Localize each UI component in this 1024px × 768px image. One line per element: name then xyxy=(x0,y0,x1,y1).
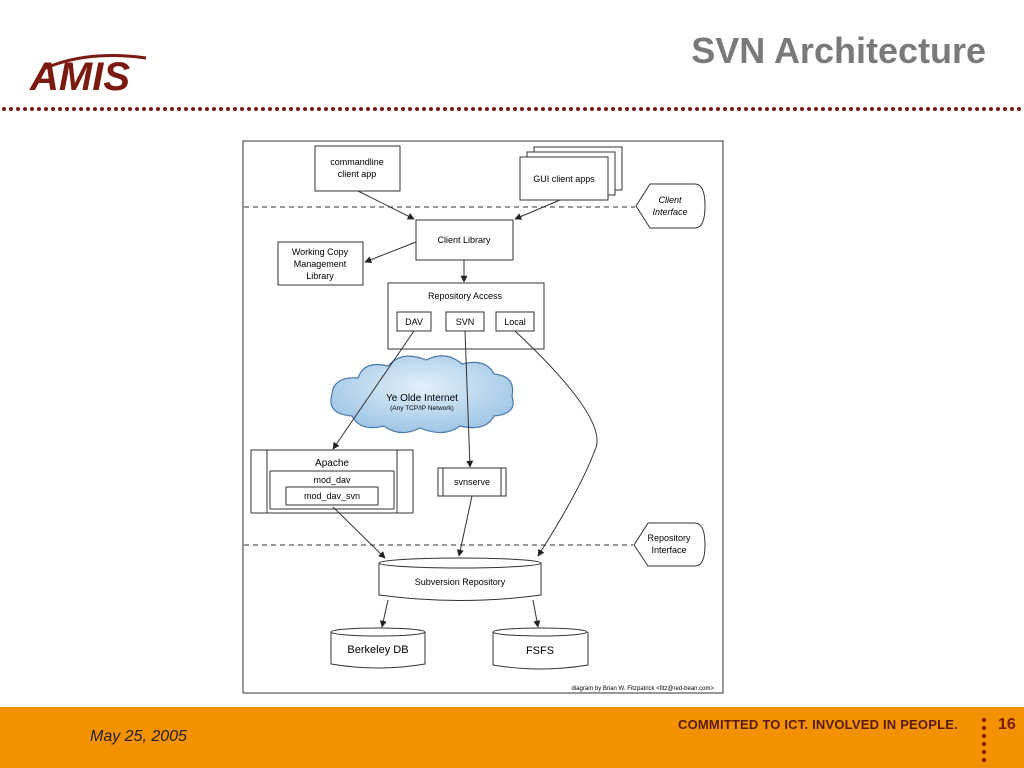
client-library-node: Client Library xyxy=(415,219,514,261)
dav-label: DAV xyxy=(405,317,423,327)
client-interface-line1: Client xyxy=(658,195,682,205)
amis-logo: AMIS xyxy=(29,54,147,96)
internet-label: Ye Olde Internet xyxy=(386,393,458,404)
arrow-repository-to-berkeley xyxy=(379,599,389,628)
working-copy-line2: Management xyxy=(294,259,347,269)
berkeley-label: Berkeley DB xyxy=(347,644,408,656)
arrow-svn-to-svnserve xyxy=(464,330,474,468)
commandline-line1: commandline xyxy=(330,157,384,167)
subversion-repository-node: Subversion Repository xyxy=(378,557,542,601)
svn-label: SVN xyxy=(456,317,475,327)
repository-access-node: Repository Access DAV SVN Local xyxy=(387,282,545,350)
mod-dav-svn-box xyxy=(285,486,379,506)
berkeley-db-node: Berkeley DB xyxy=(330,627,426,669)
svg-text:AMIS: AMIS xyxy=(29,55,130,96)
client-library-label: Client Library xyxy=(437,235,491,245)
arrow-apache-to-repository xyxy=(332,506,386,559)
gui-client-apps-node: GUI client apps xyxy=(519,146,623,201)
diagram-credit: diagram by Brian W. Fitzpatrick <fitz@re… xyxy=(572,686,715,692)
repository-interface-line2: Interface xyxy=(651,545,686,555)
local-label: Local xyxy=(504,317,526,327)
repository-label: Subversion Repository xyxy=(415,577,506,587)
footer-dots xyxy=(982,718,986,766)
arrow-local-to-repository xyxy=(514,330,598,557)
page-title: SVN Architecture xyxy=(691,30,986,71)
gui-label: GUI client apps xyxy=(533,174,595,184)
arrow-svnserve-to-repository xyxy=(456,495,473,557)
commandline-client-node: commandline client app xyxy=(314,145,401,192)
apache-label: Apache xyxy=(315,458,349,469)
repository-interface-line1: Repository xyxy=(647,533,691,543)
apache-node: Apache mod_dav mod_dav_svn xyxy=(250,449,414,514)
fsfs-label: FSFS xyxy=(526,645,554,657)
svnserve-node: svnserve xyxy=(437,467,507,497)
working-copy-line1: Working Copy xyxy=(292,247,349,257)
fsfs-node: FSFS xyxy=(492,627,589,670)
arrow-library-to-workingcopy xyxy=(364,241,417,263)
working-copy-line3: Library xyxy=(306,271,334,281)
footer-date: May 25, 2005 xyxy=(90,728,187,745)
working-copy-node: Working Copy Management Library xyxy=(277,241,364,286)
arrow-commandline-to-library xyxy=(357,190,415,220)
repository-interface-tag: Repository Interface xyxy=(633,522,706,567)
arrow-dav-to-apache xyxy=(332,330,415,450)
page-number: 16 xyxy=(998,716,1016,733)
commandline-line2: client app xyxy=(338,169,377,179)
client-interface-line2: Interface xyxy=(652,207,687,217)
mod-dav-svn-label: mod_dav_svn xyxy=(304,491,360,501)
mod-dav-label: mod_dav xyxy=(313,475,351,485)
client-interface-tag: Client Interface xyxy=(635,183,706,229)
arrow-gui-to-library xyxy=(514,199,561,220)
footer-bar xyxy=(0,707,1024,768)
svn-architecture-diagram: Client Interface Repository Interface co… xyxy=(242,140,724,694)
dotted-divider xyxy=(2,107,1022,111)
arrow-repository-to-fsfs xyxy=(532,599,541,628)
connector-arrows xyxy=(332,190,598,628)
internet-sublabel: (Any TCP/IP Network) xyxy=(390,405,454,412)
footer-slogan: COMMITTED TO ICT. INVOLVED IN PEOPLE. xyxy=(678,717,958,732)
svnserve-label: svnserve xyxy=(454,477,490,487)
repository-access-label: Repository Access xyxy=(428,291,503,301)
